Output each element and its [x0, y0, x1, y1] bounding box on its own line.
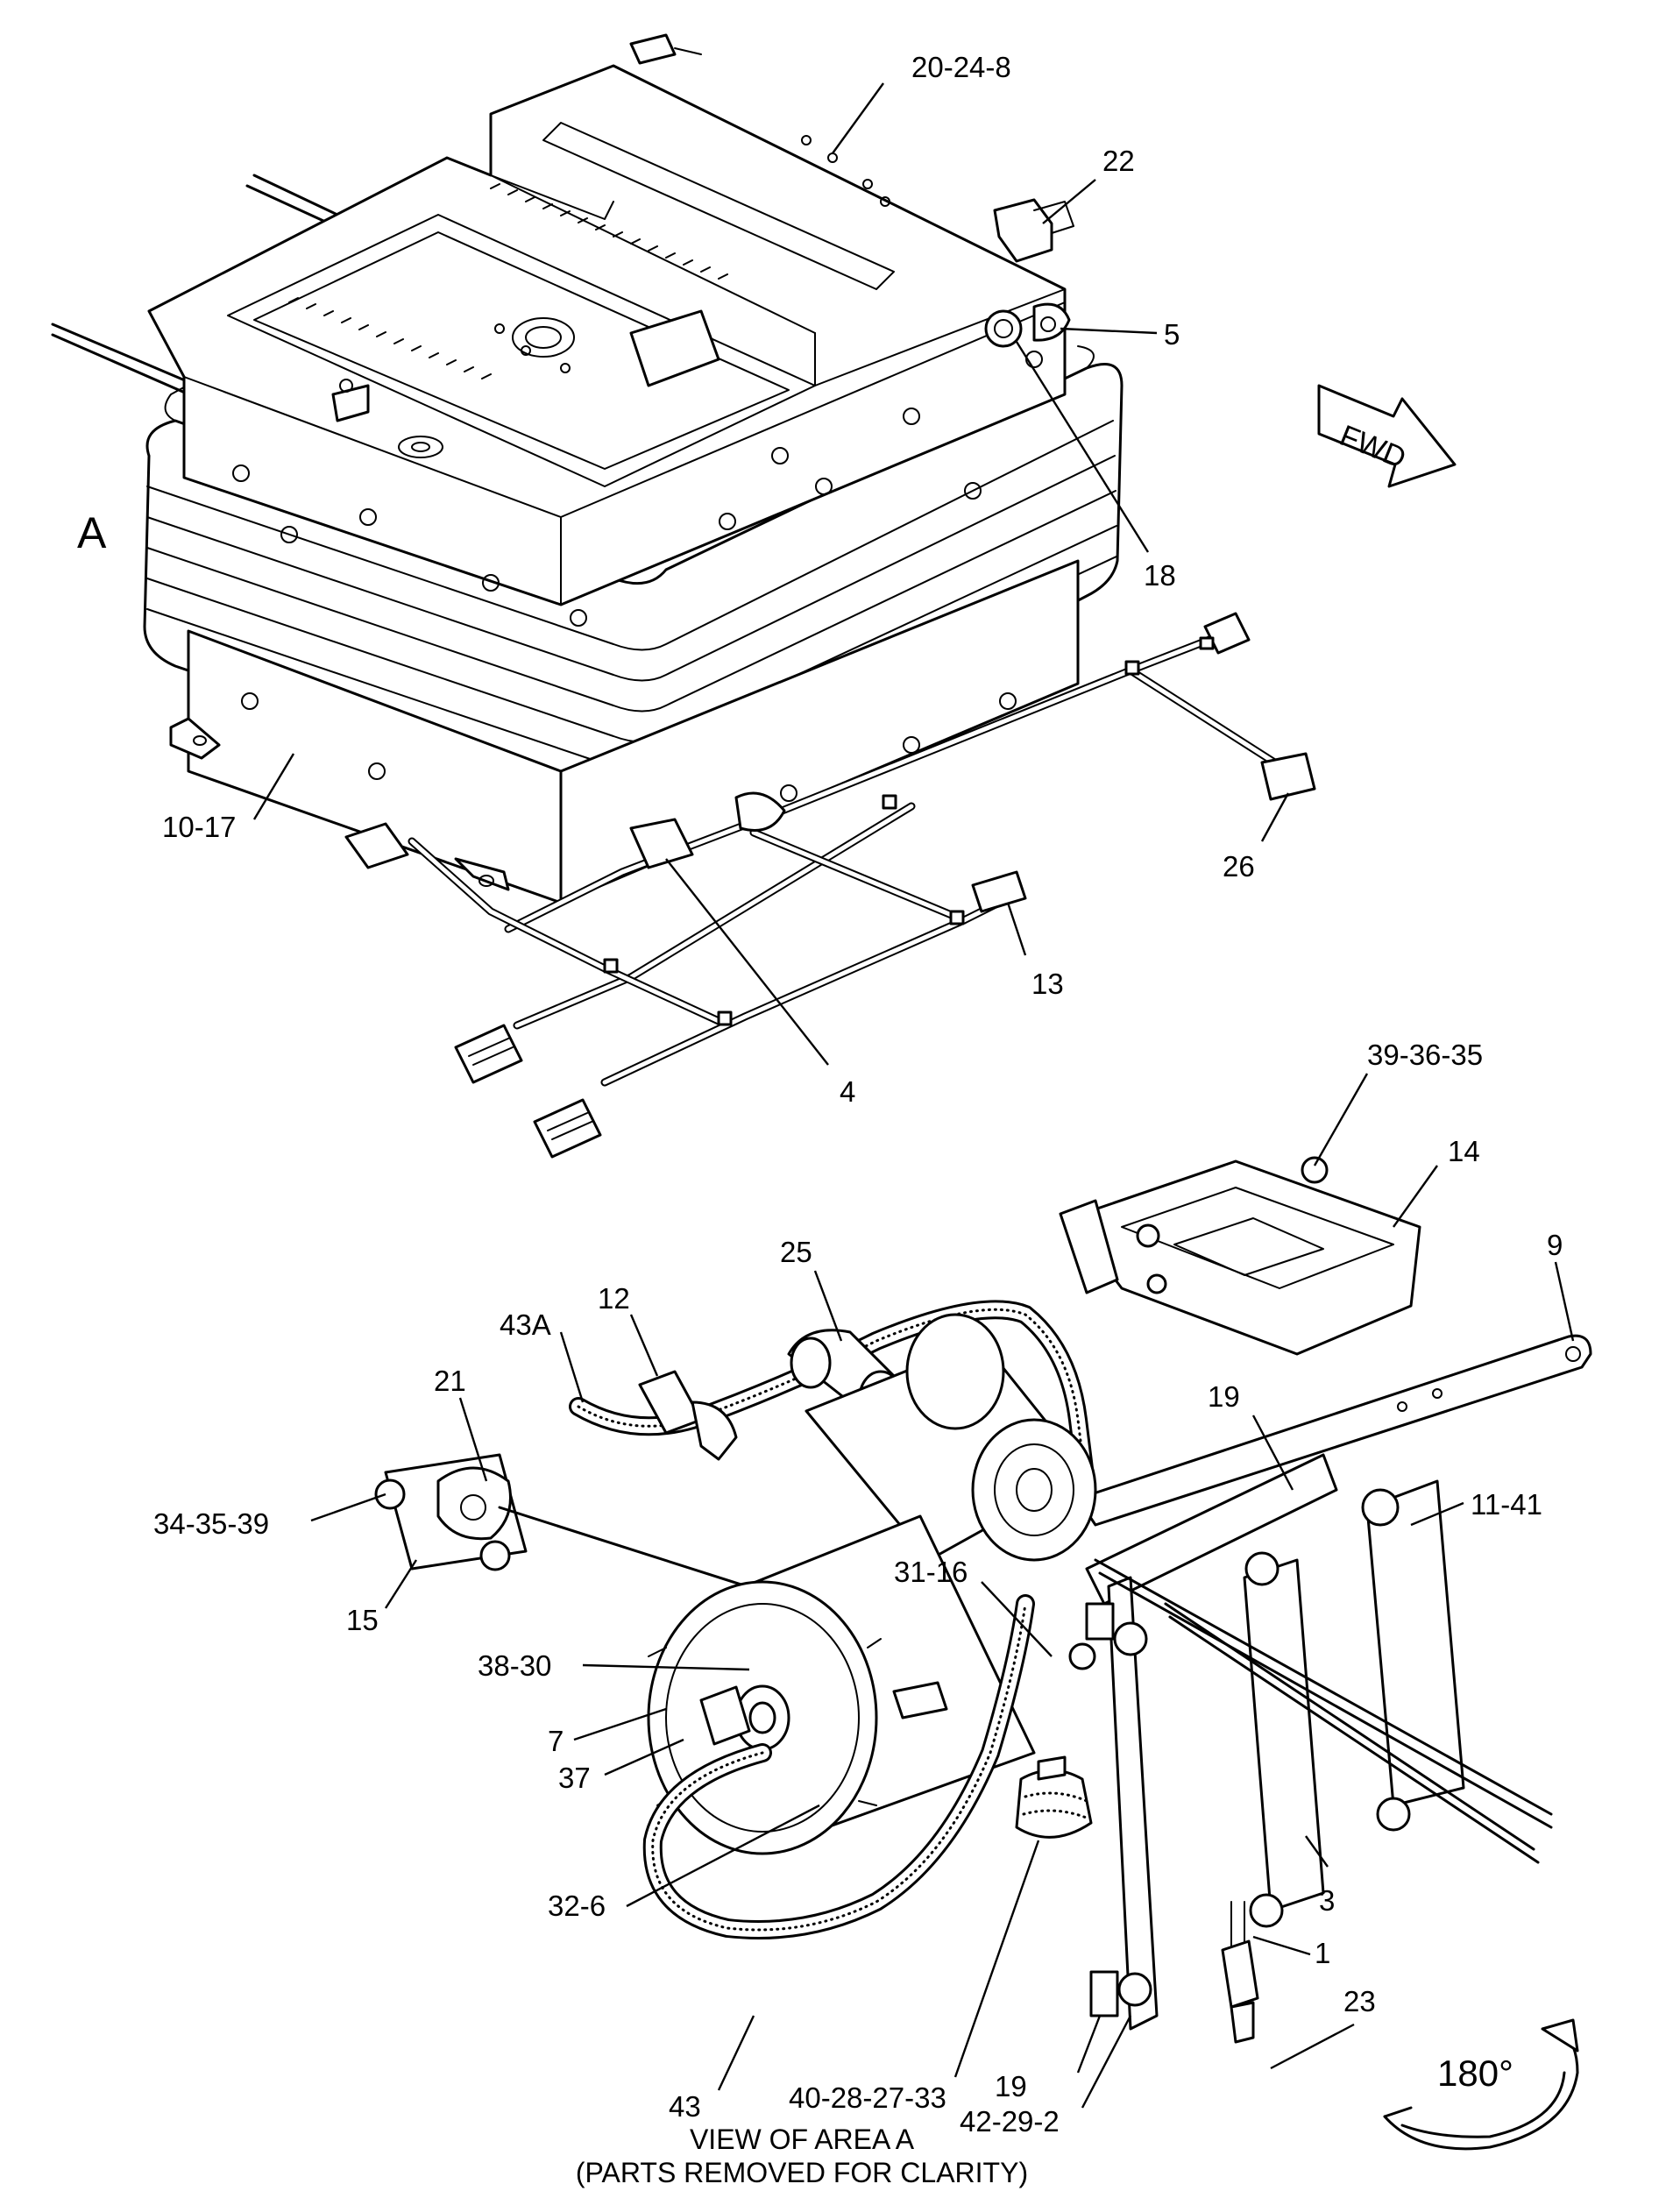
- callout-19-lower: 19: [995, 2070, 1027, 2102]
- callout-15: 15: [346, 1604, 379, 1636]
- wire-harness: [344, 612, 1316, 1159]
- seat-frame: [147, 64, 1067, 627]
- callout-7: 7: [548, 1725, 564, 1757]
- connector-lower-2: [533, 1098, 602, 1159]
- connector-lower-1: [454, 1024, 523, 1084]
- connector-22: [993, 198, 1053, 263]
- callout-14: 14: [1448, 1135, 1480, 1167]
- callout-labels: A 20-24-8 22 5 18 10-17 26 13 4 39-36-35…: [77, 51, 1563, 2138]
- callout-18: 18: [1144, 559, 1176, 592]
- connector-top-left: [629, 33, 677, 65]
- hose-43: [642, 1594, 1035, 1939]
- callout-26: 26: [1223, 850, 1255, 883]
- rotation-label: 180°: [1437, 2053, 1513, 2094]
- callout-13: 13: [1031, 968, 1064, 1000]
- callout-32-6: 32-6: [548, 1890, 606, 1922]
- connector-26: [1260, 752, 1316, 801]
- callout-3: 3: [1319, 1884, 1335, 1917]
- callout-39-36-35: 39-36-35: [1367, 1039, 1483, 1071]
- callout-25: 25: [780, 1236, 812, 1268]
- seat-suspension-assembly: [51, 33, 1124, 904]
- callout-43: 43: [669, 2090, 701, 2123]
- callout-10-17: 10-17: [162, 811, 236, 843]
- connector-13: [971, 870, 1027, 913]
- rotate-180-arrow: 180°: [1383, 2018, 1579, 2151]
- callout-4: 4: [840, 1075, 855, 1108]
- view-a-label: A: [77, 508, 107, 557]
- callout-31-16: 31-16: [894, 1556, 968, 1588]
- callout-22: 22: [1102, 145, 1135, 177]
- callout-21: 21: [434, 1365, 466, 1397]
- callout-37: 37: [558, 1762, 591, 1794]
- callout-23: 23: [1343, 1985, 1376, 2017]
- control-module-14: [1059, 1156, 1421, 1356]
- view-caption: VIEW OF AREA A (PARTS REMOVED FOR CLARIT…: [576, 2124, 1028, 2188]
- suspension-base: [169, 559, 1080, 904]
- callout-42-29-2: 42-29-2: [960, 2105, 1060, 2138]
- cables-right: [1094, 1558, 1553, 1864]
- forward-direction-arrow: FWD: [1317, 384, 1457, 488]
- callout-9: 9: [1547, 1229, 1563, 1261]
- mount-plate-21: [374, 1453, 528, 1571]
- caption-line-1: VIEW OF AREA A: [690, 2124, 915, 2155]
- callout-40-28-27-33: 40-28-27-33: [789, 2081, 946, 2114]
- mount-bracket-19: [1068, 1453, 1465, 2031]
- callout-19-upper: 19: [1208, 1380, 1240, 1413]
- isolator-40: [1015, 1755, 1093, 1839]
- callout-43A: 43A: [500, 1308, 551, 1341]
- callout-11-41: 11-41: [1471, 1488, 1542, 1521]
- air-dryer: [805, 1313, 1097, 1562]
- connector-left: [344, 822, 409, 869]
- connector-center: [734, 791, 786, 832]
- caption-line-2: (PARTS REMOVED FOR CLARITY): [576, 2157, 1028, 2188]
- connector-23: [1221, 1901, 1259, 2044]
- callout-12: 12: [598, 1282, 630, 1315]
- bracket-9: [1076, 1334, 1592, 1527]
- connector-4: [629, 818, 694, 869]
- callout-38-30: 38-30: [478, 1649, 551, 1682]
- switch-18: [984, 309, 1023, 348]
- callout-5: 5: [1164, 318, 1180, 351]
- callout-1: 1: [1315, 1937, 1330, 1969]
- leader-lines: [252, 82, 1575, 2109]
- callout-20-24-8: 20-24-8: [911, 51, 1011, 83]
- fitting-12: [638, 1370, 738, 1461]
- callout-34-35-39: 34-35-39: [153, 1507, 269, 1540]
